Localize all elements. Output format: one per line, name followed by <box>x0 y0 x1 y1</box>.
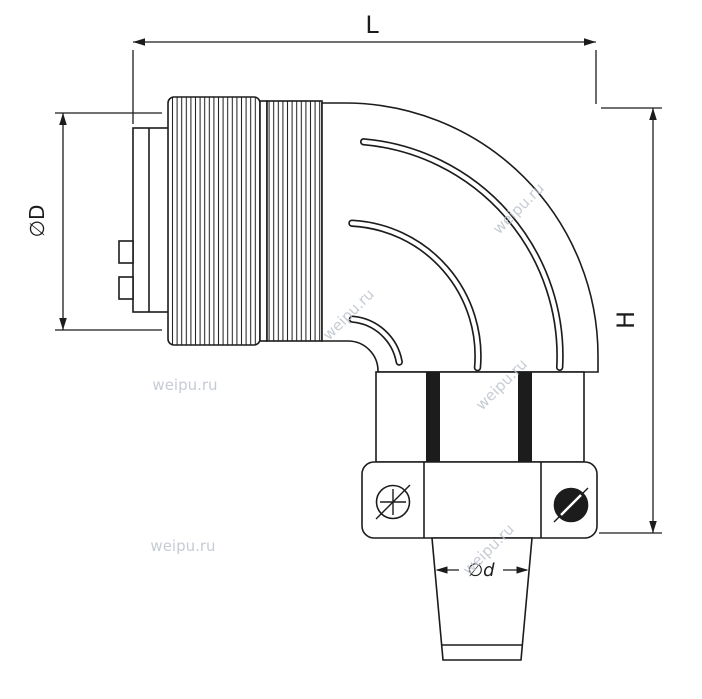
dimension-label-L: L <box>365 11 379 39</box>
rear-shell <box>118 127 171 313</box>
cable-gland-tail <box>431 537 533 661</box>
elbow-accent-lines <box>348 138 564 372</box>
dimension-H: H <box>599 107 662 534</box>
clamp-screw-right <box>553 487 589 523</box>
dimension-L: L <box>132 11 597 124</box>
arrowhead <box>584 38 596 46</box>
arrowhead <box>59 113 67 125</box>
arrowhead <box>59 318 67 330</box>
nut-stripe <box>426 372 440 462</box>
dimension-label-d: ∅d <box>467 560 495 581</box>
nut-stripe <box>518 372 532 462</box>
coupling-nut <box>375 371 585 463</box>
watermark-text: weipu.ru <box>150 537 215 555</box>
watermark-text: weipu.ru <box>152 376 217 394</box>
dimension-D: ∅D <box>25 112 162 331</box>
arrowhead <box>133 38 145 46</box>
dimension-label-H: H <box>612 311 640 329</box>
clamp-screw-left <box>375 484 411 520</box>
arrowhead <box>649 521 657 533</box>
arrowhead <box>435 566 448 574</box>
rear-tab <box>118 276 134 300</box>
knurled-ring-large <box>167 96 261 346</box>
spacer-band <box>259 100 268 342</box>
rear-tab <box>118 240 134 264</box>
dimension-label-D: ∅D <box>25 205 49 238</box>
knurled-ring-small <box>266 100 323 342</box>
elbow-body <box>321 102 599 373</box>
arrowhead <box>649 108 657 120</box>
arrowhead <box>516 566 529 574</box>
connector-body <box>118 96 599 661</box>
dimension-d: ∅d <box>435 560 529 581</box>
